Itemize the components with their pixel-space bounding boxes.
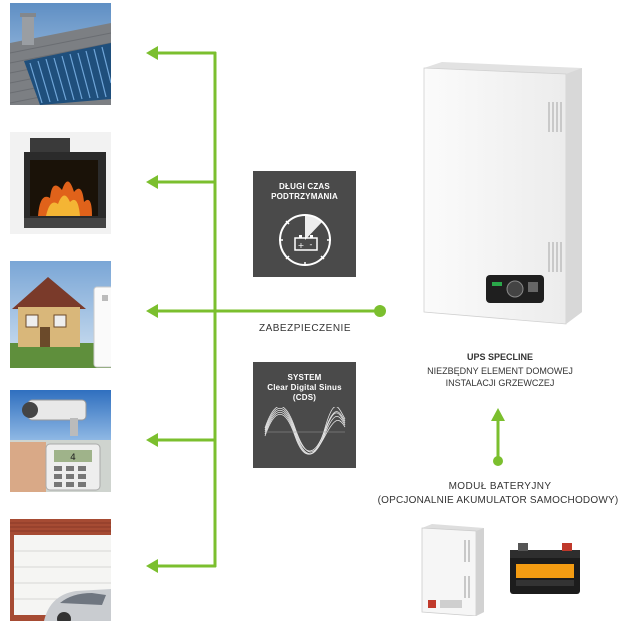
garage-door-icon xyxy=(10,519,111,621)
fireplace-icon xyxy=(10,132,111,234)
battery-module-image xyxy=(421,524,484,616)
connection-dot-icon xyxy=(493,456,503,466)
sine-wave-icon xyxy=(264,407,345,455)
ups-title: UPS SPECLINE xyxy=(466,352,533,362)
connection-dot-icon xyxy=(374,305,386,317)
holdup-feature-box: DŁUGI CZAS PODTRZYMANIA + - xyxy=(253,171,356,277)
arrow-head-icon xyxy=(146,304,158,318)
holdup-title-line1: DŁUGI CZAS xyxy=(279,182,330,191)
svg-text:+: + xyxy=(297,241,304,250)
car-battery-image xyxy=(510,543,580,594)
holdup-title-line2: PODTRZYMANIA xyxy=(271,192,338,201)
cds-title-line2: Clear Digital Sinus xyxy=(267,383,342,392)
svg-text:-: - xyxy=(309,240,312,249)
cds-title-line3: (CDS) xyxy=(292,393,317,402)
ups-description-line2: INSTALACJI GRZEWCZEJ xyxy=(445,378,555,388)
house-boiler-icon xyxy=(10,261,111,368)
ups-unit-image xyxy=(423,62,582,325)
arrow-head-icon xyxy=(146,46,158,60)
arrow-up-icon xyxy=(491,408,505,421)
arrow-head-icon xyxy=(146,433,158,447)
arrow-head-icon xyxy=(146,175,158,189)
solar-collector-icon xyxy=(10,3,111,105)
protection-label: ZABEZPIECZENIE xyxy=(258,323,351,334)
keypad-display: 4 xyxy=(70,453,76,463)
battery-module-title: MODUŁ BATERYJNY xyxy=(448,481,552,492)
battery-module-subtitle: (OPCJONALNIE AKUMULATOR SAMOCHODOWY) xyxy=(377,495,619,506)
cds-feature-box: SYSTEM Clear Digital Sinus (CDS) xyxy=(253,362,356,468)
ups-description-line1: NIEZBĘDNY ELEMENT DOMOWEJ xyxy=(427,366,573,376)
stopwatch-battery-icon: + - xyxy=(278,214,331,266)
security-camera-keypad-icon: 4 xyxy=(10,390,111,492)
cds-title-line1: SYSTEM xyxy=(287,373,322,382)
arrow-head-icon xyxy=(146,559,158,573)
